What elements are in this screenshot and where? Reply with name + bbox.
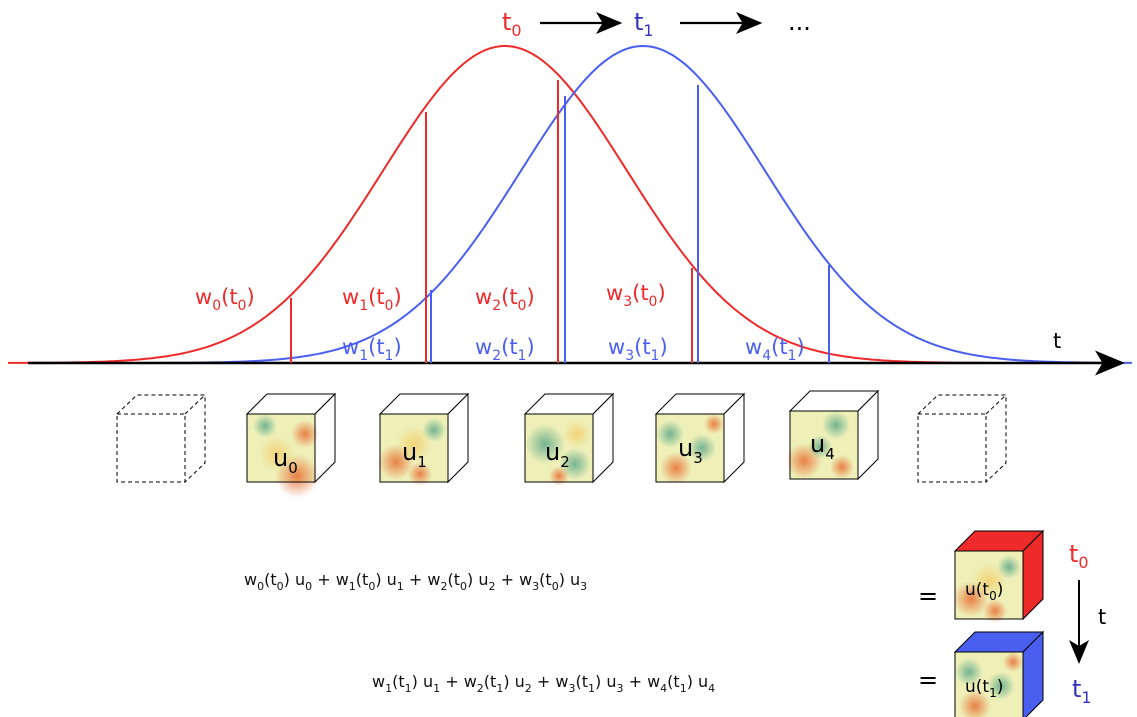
header-t0: t0 [502,8,522,40]
weight-label-w3-t1: w3(t1) [608,335,668,364]
equals-sign-t0: = [918,582,938,610]
side-time-arrow-label: t [1098,605,1106,629]
gaussian-curve-t0 [8,45,995,364]
cube-label-u1: u1 [402,438,427,471]
weight-label-w1-t0: w1(t0) [342,285,402,314]
cube-label-u3: u3 [678,434,703,467]
weight-label-w1-t1: w1(t1) [342,335,402,364]
header-t1: t1 [634,8,654,40]
empty-cube-right [917,394,1007,483]
time-progression-header: t0 t1 ... [502,8,811,40]
weight-label-w3-t0: w3(t0) [606,281,666,310]
side-label-t0: t0 [1069,540,1089,572]
header-ellipsis: ... [788,8,811,36]
field-cube-u4 [786,389,880,481]
weight-label-w0-t0: w0(t0) [195,285,255,314]
field-cube-u0 [245,392,337,498]
time-axis-label: t [1053,329,1061,353]
cube-label-u0: u0 [273,444,298,477]
field-cube-u3 [654,392,746,484]
side-label-t1: t1 [1072,675,1092,707]
result-cube-t0 [953,529,1045,623]
weights-t0 [290,80,693,363]
field-cube-u1 [378,392,470,486]
equation-t1: w1(t1) u1 + w2(t1) u2 + w3(t1) u3 + w4(t… [372,672,715,695]
weight-label-w2-t0: w2(t0) [475,285,535,314]
gaussian-curve-t1 [145,44,1132,364]
result-label-t1: u(t1) [965,677,1003,700]
weight-label-w2-t1: w2(t1) [475,335,535,364]
cube-label-u2: u2 [545,438,570,471]
empty-cube-left [116,394,206,483]
field-cube-u2 [523,392,615,486]
result-cube-t1 [953,630,1045,717]
equation-t0: w0(t0) u0 + w1(t0) u1 + w2(t0) u2 + w3(t… [244,570,587,593]
equals-sign-t1: = [918,666,938,694]
result-label-t0: u(t0) [965,580,1003,603]
weight-label-w4-t1: w4(t1) [745,335,805,364]
weights-t1 [430,85,830,363]
cube-label-u4: u4 [810,430,835,463]
